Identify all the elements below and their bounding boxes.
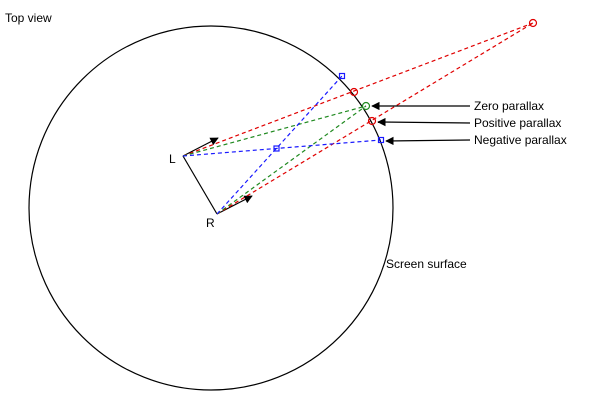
negative-parallax-object-point <box>273 145 280 152</box>
positive-parallax-screen-point-right <box>367 116 377 126</box>
left-eye-label: L <box>169 152 176 166</box>
positive-parallax-label: Positive parallax <box>474 116 561 130</box>
negative-ray-left <box>182 139 382 157</box>
zero-ray-left <box>182 105 367 157</box>
zero-parallax-label: Zero parallax <box>474 99 544 113</box>
positive-parallax-object-point <box>528 18 538 28</box>
eye-baseline <box>182 155 218 215</box>
positive-parallax-screen-point-left <box>349 87 359 97</box>
negative-parallax-screen-point-upper <box>338 72 346 80</box>
screen-surface-label: Screen surface <box>386 257 467 271</box>
negative-parallax-rays <box>182 72 385 215</box>
positive-parallax-pointer-arrow <box>377 117 471 127</box>
top-view-label: Top view <box>5 11 52 25</box>
right-eye-direction-arrow <box>216 195 253 215</box>
negative-parallax-screen-point-lower <box>377 136 385 144</box>
negative-parallax-label: Negative parallax <box>474 133 567 147</box>
zero-parallax-rays <box>182 101 371 215</box>
right-eye-label: R <box>206 216 215 230</box>
zero-parallax-point <box>361 101 371 111</box>
negative-parallax-pointer-arrow <box>385 136 471 146</box>
positive-parallax-rays <box>182 18 538 215</box>
negative-ray-right <box>216 75 343 215</box>
left-eye-direction-arrow <box>182 137 219 157</box>
screen-surface-circle <box>28 25 394 391</box>
zero-ray-right <box>216 105 367 215</box>
